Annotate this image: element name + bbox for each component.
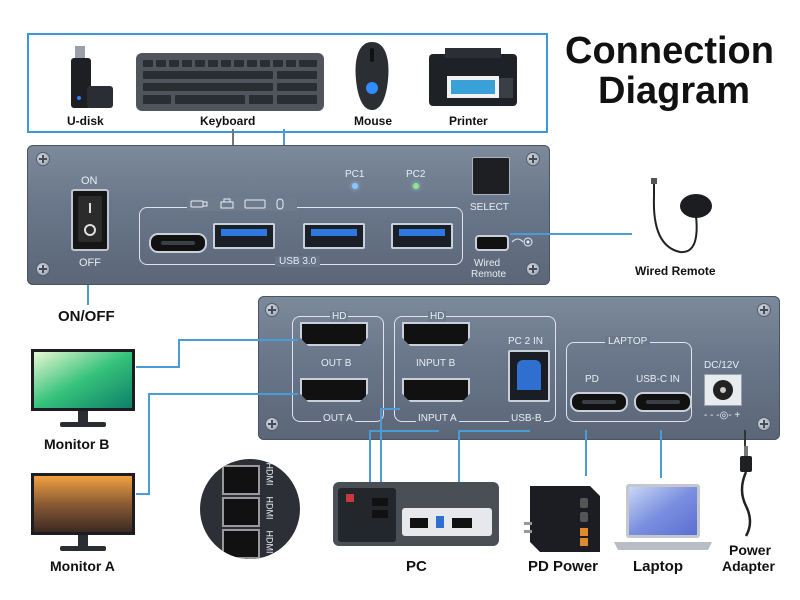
pc1-label: PC1	[345, 169, 365, 180]
adapter-line	[744, 430, 746, 448]
pc2-led	[413, 183, 419, 189]
select-label: SELECT	[470, 202, 509, 213]
pc-icon	[332, 478, 500, 550]
out-b-label: OUT B	[321, 358, 352, 369]
laptop-label: Laptop	[633, 558, 683, 575]
power-switch[interactable]	[71, 189, 109, 251]
out-a-label: OUT A	[321, 413, 355, 424]
front-usb-port-1[interactable]	[213, 223, 275, 249]
power-adapter-label-1: Power	[729, 542, 772, 558]
wired-remote-port[interactable]	[475, 235, 509, 251]
monitor-b-label: Monitor B	[44, 436, 110, 452]
hdmi-closeup-text-2: HDMI	[264, 496, 275, 520]
polarity-label: - - -◎- +	[704, 410, 741, 421]
input-a-label: INPUT A	[416, 413, 459, 424]
remote-symbol-icon	[511, 235, 535, 249]
udisk-label: U-disk	[67, 114, 104, 128]
pc-label: PC	[406, 558, 427, 575]
pc-hdmi-line-2	[380, 408, 382, 496]
peripherals-frame	[27, 33, 548, 133]
pd-label: PD	[585, 374, 599, 385]
power-adapter-icon	[728, 446, 764, 538]
power-on-label: ON	[81, 175, 98, 187]
front-usbc-port[interactable]	[149, 233, 207, 253]
pd-usbc-port[interactable]	[570, 392, 628, 412]
select-button[interactable]	[472, 157, 510, 195]
monitor-a-line	[136, 493, 150, 495]
pd-power-icon	[520, 476, 606, 556]
kvm-back-panel: HD OUT B OUT A HD INPUT B INPUT A PC 2 I…	[258, 296, 780, 440]
pc1-led	[352, 183, 358, 189]
wired-remote-line	[510, 233, 632, 235]
monitor-b-line	[136, 366, 178, 368]
onoff-line	[87, 285, 89, 305]
peripheral-link-line	[232, 129, 234, 145]
hdmi-out-a-port[interactable]	[300, 378, 368, 402]
front-usb-port-3[interactable]	[391, 223, 453, 249]
wired-remote-port-label-1: Wired	[474, 258, 501, 269]
usb-b-port[interactable]	[508, 350, 550, 402]
mouse-label: Mouse	[354, 114, 393, 128]
diagram-title-line2: Diagram	[598, 70, 751, 112]
hdmi-closeup-text-1: HDMI	[264, 462, 275, 486]
input-group	[394, 316, 556, 422]
dc-power-jack[interactable]	[704, 374, 742, 406]
udisk-icon	[65, 42, 117, 112]
printer-icon	[425, 48, 521, 112]
power-off-label: OFF	[79, 257, 101, 269]
wired-remote-label: Wired Remote	[635, 264, 716, 278]
dc-label: DC/12V	[704, 360, 740, 371]
keyboard-label: Keyboard	[200, 114, 256, 128]
hdmi-input-a-port[interactable]	[402, 378, 470, 402]
pd-power-label: PD Power	[528, 558, 599, 575]
printer-label: Printer	[449, 114, 488, 128]
pc2-label: PC2	[406, 169, 426, 180]
laptop-group-label: LAPTOP	[605, 336, 651, 347]
diagram-title-line1: Connection	[565, 30, 774, 72]
monitor-a-label: Monitor A	[50, 558, 115, 574]
mouse-icon	[350, 40, 394, 112]
keyboard-icon	[135, 52, 325, 112]
hdmi-input-b-port[interactable]	[402, 322, 470, 346]
hdmi-closeup-icon: HDMI HDMI HDMI	[200, 459, 300, 559]
hd-in-label: HD	[428, 311, 447, 322]
onoff-label: ON/OFF	[58, 308, 115, 325]
wired-remote-icon	[640, 176, 720, 258]
usbc-in-label: USB-C IN	[636, 374, 680, 385]
monitor-b-icon	[30, 348, 136, 432]
usb30-label: USB 3.0	[275, 256, 321, 267]
laptop-usbc-port[interactable]	[634, 392, 692, 412]
kvm-front-panel: ON OFF PC1 PC2 SELECT USB 3.0 Wired Remo…	[27, 145, 550, 285]
hd-out-label: HD	[330, 311, 349, 322]
laptop-icon	[612, 480, 714, 556]
laptop-line	[660, 430, 662, 478]
pc-hdmi-line-1	[369, 430, 371, 496]
pd-power-line	[585, 430, 587, 476]
pc-usb-line	[458, 430, 460, 494]
pc2-in-label: PC 2 IN	[508, 336, 544, 347]
usb-b-label: USB-B	[509, 413, 544, 424]
input-b-label: INPUT B	[416, 358, 456, 369]
monitor-a-icon	[30, 472, 136, 556]
usb-device-icons	[187, 197, 297, 211]
hdmi-closeup-text-3: HDMI	[264, 530, 275, 554]
front-usb-port-2[interactable]	[303, 223, 365, 249]
hdmi-out-b-port[interactable]	[300, 322, 368, 346]
wired-remote-port-label-2: Remote	[471, 269, 507, 280]
power-adapter-label-2: Adapter	[722, 558, 775, 574]
